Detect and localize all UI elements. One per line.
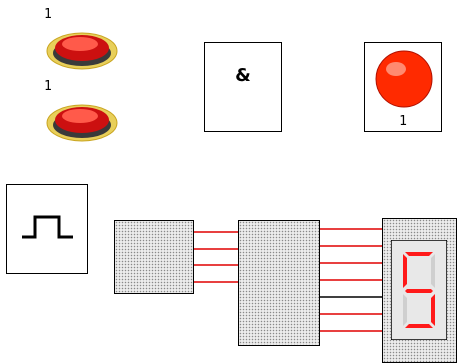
square-wave-pulse-icon — [22, 215, 73, 239]
seven-segment-display[interactable] — [382, 218, 457, 363]
decoder-block[interactable] — [238, 220, 320, 346]
counter-block[interactable] — [114, 220, 194, 294]
red-push-button-icon[interactable] — [44, 98, 120, 144]
red-lamp-icon — [375, 50, 433, 108]
lamp-value: 1 — [399, 114, 407, 129]
red-push-button-icon[interactable] — [44, 26, 120, 72]
output-lamp[interactable]: 1 — [364, 42, 442, 132]
clock-generator[interactable] — [6, 184, 88, 274]
and-gate-symbol: & — [235, 65, 251, 86]
seven-segment-display-icon — [391, 240, 447, 340]
button-1-value: 1 — [44, 7, 52, 22]
and-gate[interactable]: & — [204, 42, 282, 132]
button-2-value: 1 — [44, 79, 52, 94]
